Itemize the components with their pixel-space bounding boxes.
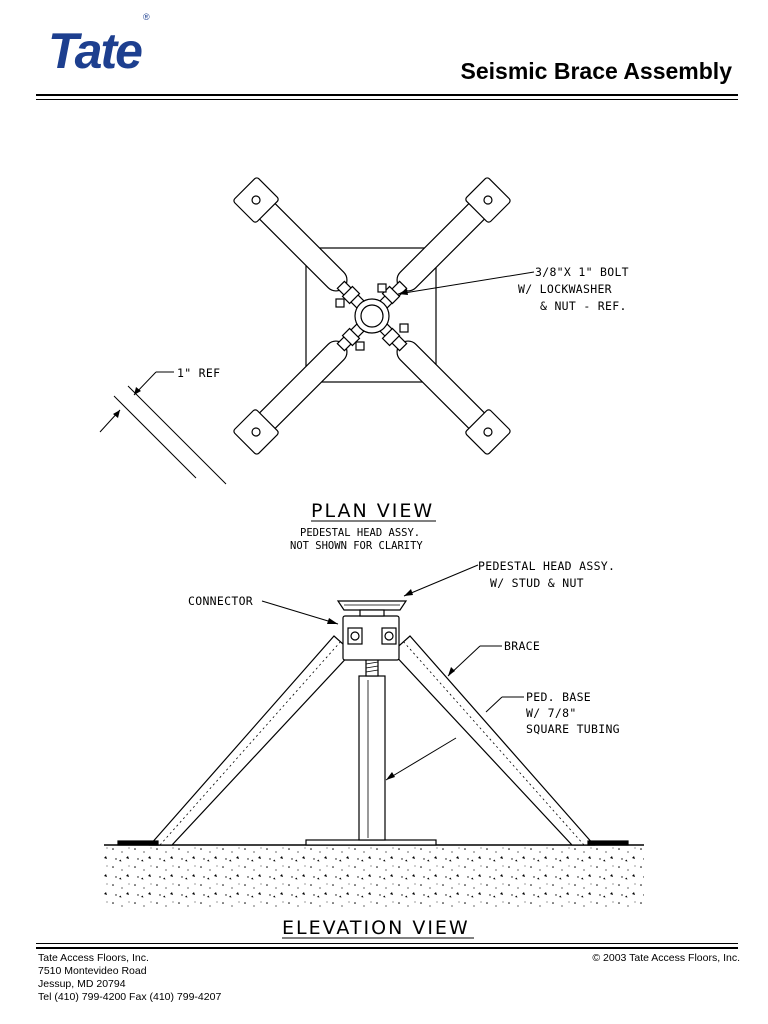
footer-address1: 7510 Montevideo Road <box>38 965 147 977</box>
elevation-brace-left <box>117 635 353 846</box>
footer-rule <box>36 947 738 949</box>
elevation-view-title: ELEVATION VIEW <box>282 917 470 939</box>
bolt-label-line2: W/ LOCKWASHER <box>518 282 612 296</box>
header-rule-thin <box>36 99 738 100</box>
concrete-slab <box>104 845 644 910</box>
plan-view-title: PLAN VIEW <box>311 500 434 522</box>
brace-label: BRACE <box>504 639 540 653</box>
plan-note-line2: NOT SHOWN FOR CLARITY <box>290 540 423 552</box>
header-rule <box>36 94 738 96</box>
ped-base-label-line3: SQUARE TUBING <box>526 722 620 736</box>
pedestal-base-plate <box>305 839 437 846</box>
brace-lower-left <box>233 321 367 455</box>
pedestal-head <box>336 600 408 617</box>
elevation-view-drawing <box>104 600 644 910</box>
footer-address2: Jessup, MD 20794 <box>38 978 126 990</box>
elevation-brace-right <box>391 635 629 846</box>
tate-logo: Tate® <box>48 13 150 79</box>
document-title: Seismic Brace Assembly <box>460 58 732 84</box>
plan-view-drawing <box>99 177 535 485</box>
bolt-set <box>335 283 409 351</box>
ped-base-label-line2: W/ 7/8" <box>526 706 577 720</box>
elevation-leaders <box>261 564 524 781</box>
footer-rule-thin <box>36 943 738 944</box>
bolt-label-line1: 3/8"X 1" BOLT <box>535 265 629 279</box>
footer-address-block: Tate Access Floors, Inc. 7510 Montevideo… <box>38 952 221 1004</box>
logo-text: Tate <box>48 23 143 79</box>
ped-base-label-line1: PED. BASE <box>526 690 591 704</box>
pedestal-head-label-line2: W/ STUD & NUT <box>490 576 584 590</box>
footer-phone: Tel (410) 799-4200 Fax (410) 799-4207 <box>38 991 222 1003</box>
footer-copyright: © 2003 Tate Access Floors, Inc. <box>592 952 740 964</box>
elevation-arrowheads <box>327 589 455 780</box>
pedestal-tube <box>358 675 386 841</box>
footer-company: Tate Access Floors, Inc. <box>38 952 149 964</box>
dimension-label: 1" REF <box>177 366 220 380</box>
bolt-label-line3: & NUT - REF. <box>540 299 627 313</box>
connector-label: CONNECTOR <box>188 594 253 608</box>
pedestal-head-label-line1: PEDESTAL HEAD ASSY. <box>478 559 615 573</box>
registered-mark: ® <box>142 12 150 23</box>
plan-note-line1: PEDESTAL HEAD ASSY. <box>300 527 420 539</box>
